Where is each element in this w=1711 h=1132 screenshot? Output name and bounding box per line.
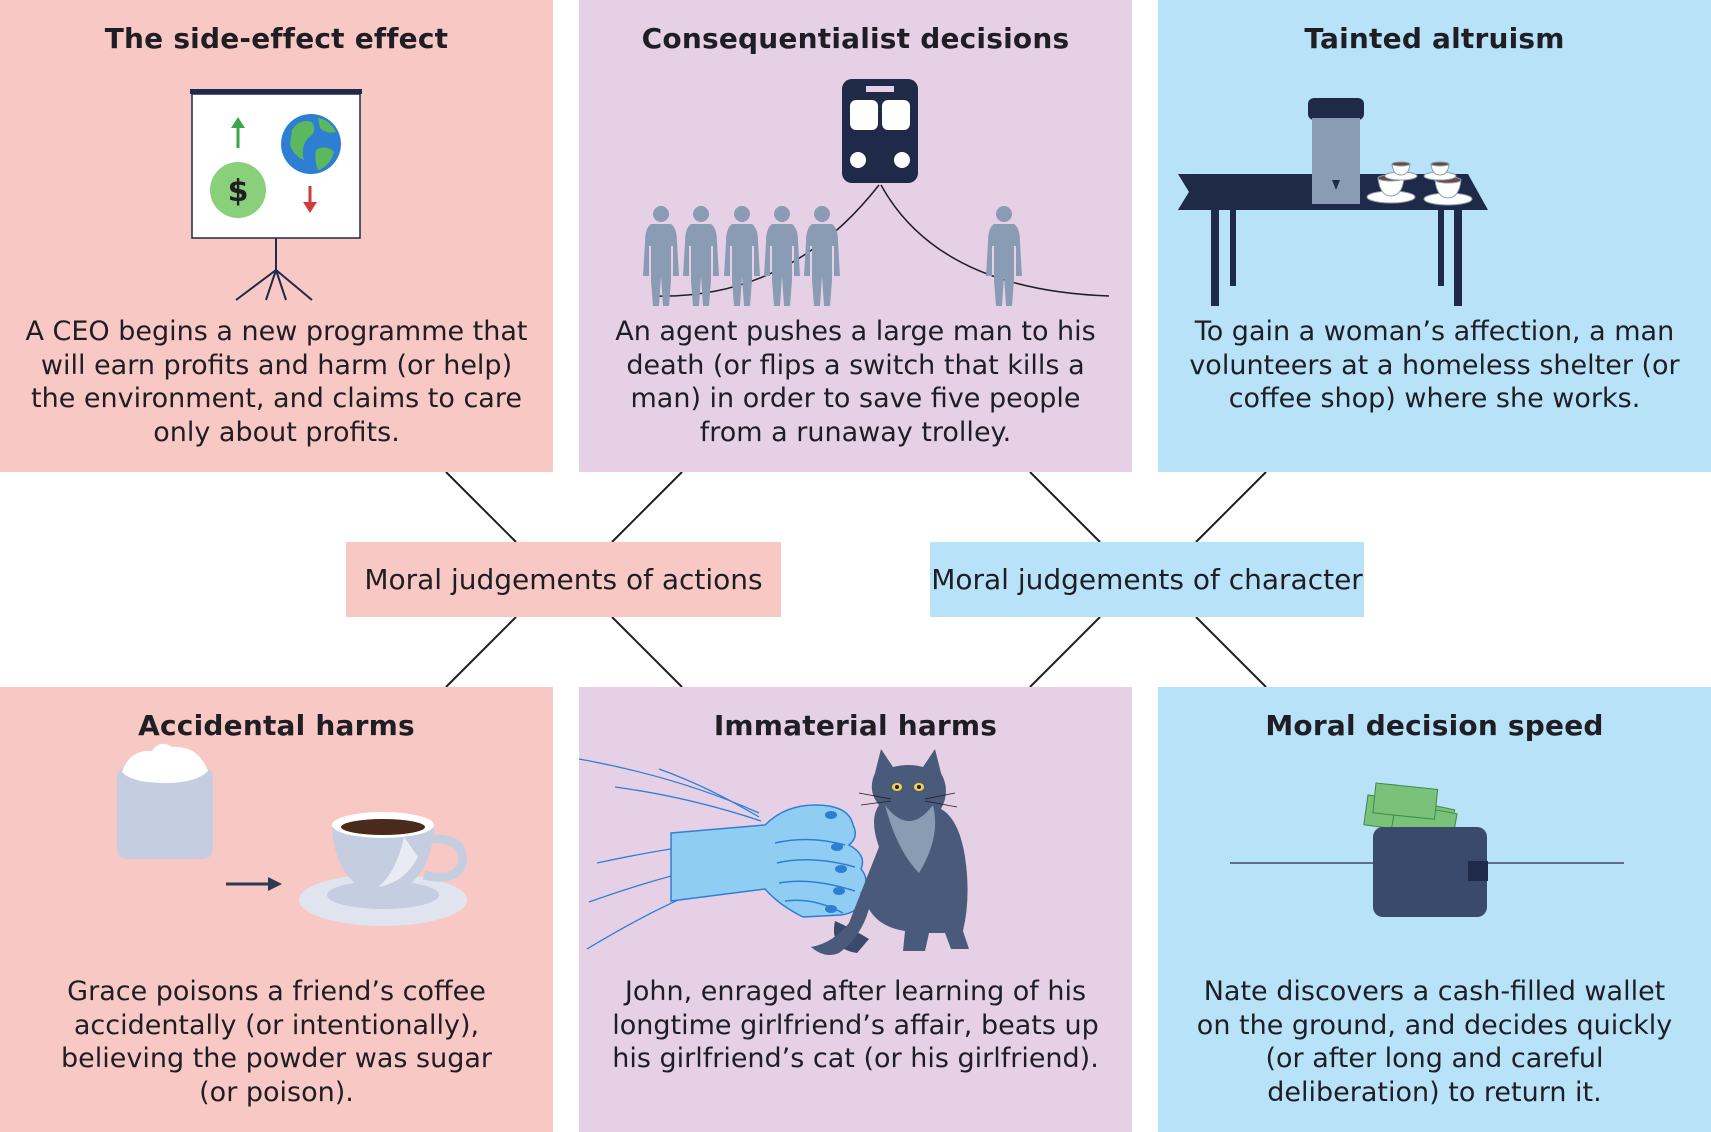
- connector-consequentialist-actions: [611, 471, 683, 543]
- globe-icon: [281, 114, 341, 174]
- panel-side-effect: $ The side-effect effect A CEO begins a …: [0, 0, 553, 472]
- desc-line: To gain a woman’s affection, a man: [1194, 316, 1675, 347]
- desc-line: death (or flips a switch that kills a: [626, 349, 1085, 381]
- desc-line: accidentally (or intentionally),: [73, 1009, 480, 1041]
- desc-line: Grace poisons a friend’s coffee: [67, 976, 486, 1007]
- desc-line: from a runaway trolley.: [699, 416, 1012, 448]
- desc-line: the environment, and claims to care: [31, 383, 522, 414]
- panel-description: To gain a woman’s affection, a man volun…: [1176, 315, 1693, 416]
- panel-description: A CEO begins a new programme that will e…: [18, 315, 535, 449]
- panel-decision-speed: Moral decision speed Nate discovers a ca…: [1158, 687, 1711, 1132]
- connector-consequentialist-character: [1029, 471, 1101, 543]
- desc-line: coffee shop) where she works.: [1228, 383, 1641, 414]
- desc-line: (or poison).: [199, 1076, 354, 1108]
- desc-line: (or after long and careful: [1265, 1043, 1604, 1074]
- down-arrow-icon: [303, 186, 317, 213]
- panel-title: Immaterial harms: [713, 709, 998, 742]
- panel-description: John, enraged after learning of his long…: [597, 975, 1114, 1076]
- actions-judgement-label: Moral judgements of actions: [346, 542, 781, 617]
- track-lines: [652, 184, 1110, 297]
- panel-consequentialist: Consequentialist decisions An agent push…: [579, 0, 1132, 472]
- desc-line: on the ground, and decides quickly: [1196, 1009, 1673, 1041]
- character-judgement-label: Moral judgements of character: [930, 542, 1364, 617]
- wallet-icon: [1373, 827, 1488, 917]
- teacup-icon: [1423, 161, 1457, 181]
- desc-line: only about profits.: [153, 416, 400, 448]
- connector-accidental: [445, 616, 517, 688]
- desc-line: will earn profits and harm (or help): [40, 349, 513, 381]
- panel-title: Tainted altruism: [1304, 22, 1565, 55]
- person-silhouette-icon: [764, 206, 800, 306]
- train-icon: [842, 79, 918, 183]
- panel-title: Consequentialist decisions: [641, 22, 1070, 55]
- person-silhouette-icon: [804, 206, 840, 306]
- connector-speed: [1195, 616, 1267, 688]
- panel-title: Accidental harms: [138, 709, 415, 742]
- panel-immaterial-harms: Immaterial harms John, enraged after lea…: [579, 687, 1132, 1132]
- sugar-pot-icon: [117, 743, 213, 859]
- arrow-right-icon: [226, 877, 282, 891]
- panel-description: An agent pushes a large man to his death…: [597, 315, 1114, 449]
- panel-title: Moral decision speed: [1265, 709, 1604, 742]
- desc-line: Nate discovers a cash-filled wallet: [1203, 976, 1666, 1007]
- panel-description: Grace poisons a friend’s coffee accident…: [18, 975, 535, 1109]
- presentation-board-icon: $: [190, 89, 362, 301]
- up-arrow-icon: [231, 117, 245, 148]
- panel-accidental-harms: Accidental harms Grace poisons a friend’…: [0, 687, 553, 1132]
- connector-side-effect: [445, 471, 517, 543]
- connector-tainted: [1195, 471, 1267, 543]
- desc-line: An agent pushes a large man to his: [615, 316, 1096, 347]
- teacup-icon: [1384, 161, 1418, 181]
- connector-immaterial-character: [1029, 616, 1101, 688]
- cat-icon: [811, 749, 969, 955]
- person-silhouette-icon: [724, 206, 760, 306]
- connector-immaterial-actions: [611, 616, 683, 688]
- fist-icon: [670, 804, 867, 918]
- coffee-cup-icon: [299, 812, 467, 926]
- panel-title: The side-effect effect: [104, 22, 449, 55]
- desc-line: believing the powder was sugar: [61, 1043, 492, 1074]
- desc-line: John, enraged after learning of his: [624, 976, 1087, 1007]
- desc-line: deliberation) to return it.: [1267, 1076, 1602, 1108]
- person-silhouette-icon: [986, 206, 1022, 306]
- desc-line: A CEO begins a new programme that: [25, 316, 528, 347]
- coffee-urn-icon: [1308, 98, 1364, 204]
- panel-description: Nate discovers a cash-filled wallet on t…: [1176, 975, 1693, 1109]
- desc-line: volunteers at a homeless shelter (or: [1189, 349, 1680, 381]
- panel-tainted-altruism: Tainted altruism To gain a woman’s affec…: [1158, 0, 1711, 472]
- desc-line: man) in order to save five people: [630, 383, 1081, 414]
- desc-line: his girlfriend’s cat (or his girlfriend)…: [612, 1043, 1099, 1074]
- dollar-coin-icon: $: [210, 162, 266, 218]
- svg-text:$: $: [228, 174, 249, 209]
- desc-line: longtime girlfriend’s affair, beats up: [612, 1009, 1099, 1041]
- person-silhouette-icon: [643, 206, 679, 306]
